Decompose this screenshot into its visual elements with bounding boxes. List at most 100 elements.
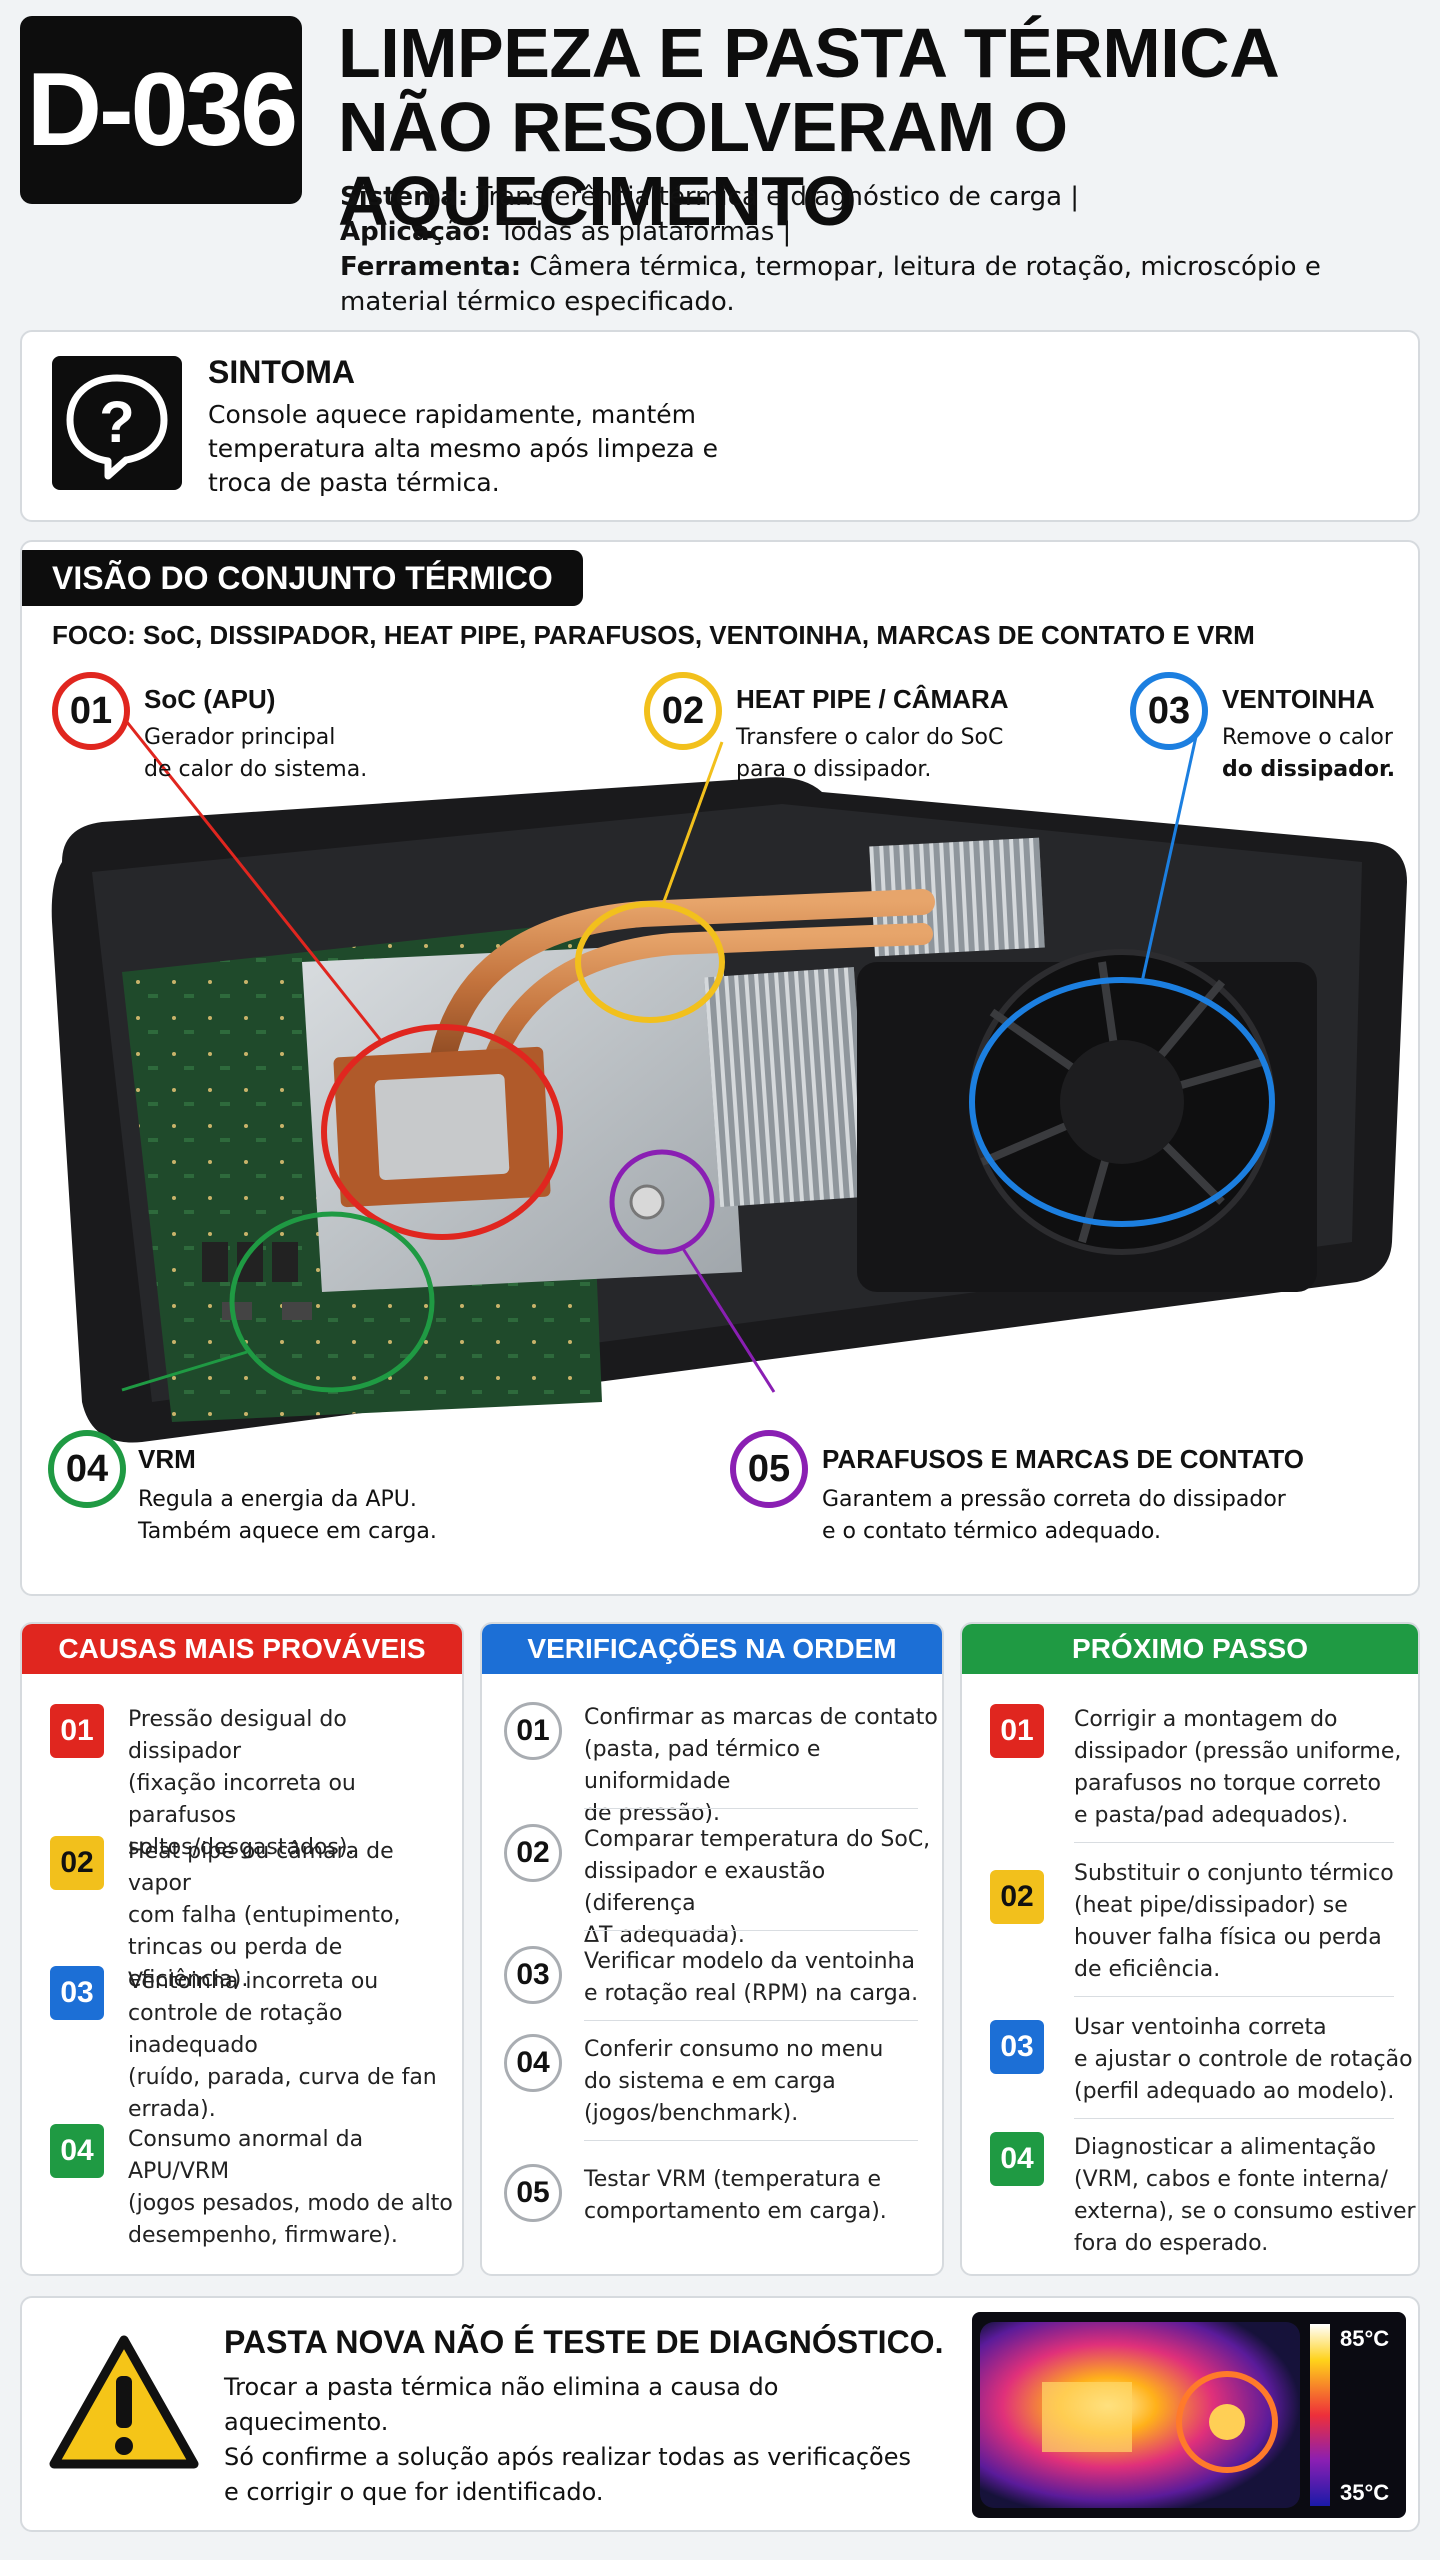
next-step-number: 02 [990,1870,1044,1924]
check-number: 05 [504,2164,562,2222]
next-step-line: (perfil adequado ao modelo). [1074,2079,1395,2104]
check-line: Conferir consumo no menu [584,2037,884,2062]
cause-number: 02 [50,1836,104,1890]
causes-title: CAUSAS MAIS PROVÁVEIS [22,1624,462,1674]
next-step-line: dissipador (pressão uniforme, [1074,1739,1402,1764]
divider [584,2020,918,2021]
cause-line: (ruído, parada, curva de fan [128,2065,437,2090]
callout-05-line2: e o contato térmico adequado. [822,1519,1161,1544]
divider [1074,1842,1394,1843]
divider [1074,2118,1394,2119]
system-value: Transferência térmica e diagnóstico de c… [468,182,1080,212]
cause-line: trincas ou perda de eficiência). [128,1935,343,1992]
check-line: Comparar temperatura do SoC, [584,1827,931,1852]
callout-04-number: 04 [48,1430,126,1508]
callout-03-line2: do dissipador. [1222,757,1396,782]
callout-03-title: VENTOINHA [1222,684,1375,714]
divider [1074,1996,1394,1997]
callout-01-title: SoC (APU) [144,684,276,714]
check-line: do sistema e em carga [584,2069,836,2094]
overview-tag: VISÃO DO CONJUNTO TÉRMICO [22,550,583,606]
title-line-2: NÃO RESOLVERAM O AQUECIMENTO [338,88,1068,240]
thermal-camera-view [980,2322,1330,2508]
warning-line-1: Trocar a pasta térmica não elimina a cau… [224,2373,779,2436]
warning-text: Trocar a pasta térmica não elimina a cau… [224,2370,924,2510]
cause-number: 04 [50,2124,104,2178]
next-step-line: externa), se o consumo estiver [1074,2199,1416,2224]
next-step-line: e ajustar o controle de rotação [1074,2047,1413,2072]
question-bubble-icon: ? [52,356,182,490]
callout-05-title: PARAFUSOS E MARCAS DE CONTATO [822,1444,1304,1474]
callout-01-line2: de calor do sistema. [144,757,368,782]
callout-01-line1: Gerador principal [144,725,336,750]
check-number: 02 [504,1824,562,1882]
cause-line: com falha (entupimento, [128,1903,401,1928]
check-number: 01 [504,1702,562,1760]
next-step-line: de eficiência. [1074,1957,1221,1982]
check-line: Confirmar as marcas de contato [584,1705,938,1730]
callout-05-line1: Garantem a pressão correta do dissipador [822,1487,1286,1512]
check-line: Testar VRM (temperatura e [584,2167,881,2192]
callout-01-number: 01 [52,672,130,750]
next-step-line: Substituir o conjunto térmico [1074,1861,1394,1886]
cause-line: desempenho, firmware). [128,2223,398,2248]
callout-01-text: Gerador principal de calor do sistema. [144,722,367,786]
next-step-line: Corrigir a montagem do [1074,1707,1338,1732]
callout-05-number: 05 [730,1430,808,1508]
cause-line: controle de rotação inadequado [128,2001,343,2058]
scale-min-label: 35°C [1340,2480,1390,2505]
next-step-line: parafusos no torque correto [1074,1771,1382,1796]
next-step-line: (VRM, cabos e fonte interna/ [1074,2167,1388,2192]
check-line: dissipador e exaustão (diferença [584,1859,826,1916]
application-label: Aplicação: [340,217,491,247]
code-badge: D-036 [20,16,302,204]
page-title: LIMPEZA E PASTA TÉRMICA NÃO RESOLVERAM O… [338,16,1428,238]
next-step-line: fora do esperado. [1074,2231,1269,2256]
symptom-text: Console aquece rapidamente, mantém tempe… [208,400,718,497]
next-step-line: Usar ventoinha correta [1074,2015,1327,2040]
callout-05-text: Garantem a pressão correta do dissipador… [822,1484,1286,1548]
application-value: Todas as plataformas | [490,217,792,247]
callout-03-text: Remove o calor do dissipador. [1222,722,1395,786]
callout-04-text: Regula a energia da APU. Também aquece e… [138,1484,437,1548]
callout-03-number: 03 [1130,672,1208,750]
cause-line: (fixação incorreta ou parafusos [128,1771,356,1828]
title-line-1: LIMPEZA E PASTA TÉRMICA [338,14,1280,92]
checks-title: VERIFICAÇÕES NA ORDEM [482,1624,942,1674]
thermal-overview-panel: VISÃO DO CONJUNTO TÉRMICO FOCO: SoC, DIS… [20,540,1420,1596]
cause-line: Consumo anormal da APU/VRM [128,2127,364,2184]
callout-04-title: VRM [138,1444,196,1474]
check-number: 03 [504,1946,562,2004]
callout-02-text: Transfere o calor do SoC para o dissipad… [736,722,1003,786]
next-step-line: Diagnosticar a alimentação [1074,2135,1376,2160]
callout-02-line1: Transfere o calor do SoC [736,725,1004,750]
callout-02-title: HEAT PIPE / CÂMARA [736,684,1009,714]
callout-04-line1: Regula a energia da APU. [138,1487,417,1512]
check-line: (jogos/benchmark). [584,2101,799,2126]
divider [584,1808,918,1809]
next-step-number: 01 [990,1704,1044,1758]
callout-02-line2: para o dissipador. [736,757,932,782]
next-step-number: 04 [990,2132,1044,2186]
warning-title: PASTA NOVA NÃO É TESTE DE DIAGNÓSTICO. [224,2324,944,2360]
meta-info: Sistema: Transferência térmica e diagnós… [340,180,1400,320]
tool-value: Câmera térmica, termopar, leitura de rot… [340,252,1321,317]
next-step-line: (heat pipe/dissipador) se [1074,1893,1348,1918]
warning-triangle-icon [49,2335,199,2469]
symptom-title: SINTOMA [208,354,355,390]
tool-label: Ferramenta: [340,252,522,282]
system-label: Sistema: [340,182,469,212]
scale-max-label: 85°C [1340,2326,1390,2351]
cause-line: Heat pipe ou câmara de vapor [128,1839,394,1896]
next-step-line: e pasta/pad adequados). [1074,1803,1349,1828]
next-step-title: PRÓXIMO PASSO [962,1624,1418,1674]
warning-panel: PASTA NOVA NÃO É TESTE DE DIAGNÓSTICO. T… [20,2296,1420,2532]
divider [584,1930,918,1931]
cause-line: errada). [128,2097,216,2122]
cause-number: 03 [50,1966,104,2020]
divider [584,2140,918,2141]
warning-line-2: Só confirme a solução após realizar toda… [224,2443,911,2471]
cause-line: soltos/desgastados). [128,1835,355,1860]
check-line: Verificar modelo da ventoinha [584,1949,915,1974]
check-line: (pasta, pad térmico e uniformidade [584,1737,821,1794]
